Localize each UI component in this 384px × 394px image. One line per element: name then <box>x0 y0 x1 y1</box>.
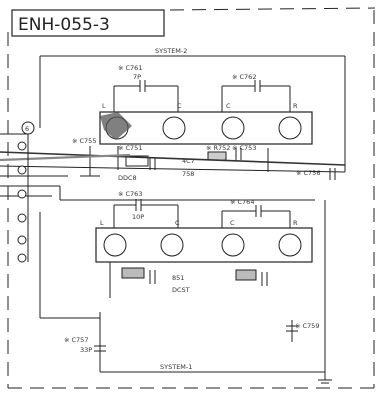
lower-components: 851 DCST <box>109 262 268 298</box>
upper-pin-c2: C <box>226 102 231 110</box>
lower-pin-c2: C <box>230 219 235 227</box>
connector: 6 <box>0 121 35 263</box>
page-title: ENH-055-3 <box>18 15 110 35</box>
middle-components: ※ C755 ※ C751 ※ C753 ※ R752 4C7 758 DDC8… <box>72 137 336 182</box>
c761-label: ※ C761 <box>118 64 142 72</box>
system2-bus: SYSTEM-2 <box>39 47 346 172</box>
val-dcst: DCST <box>172 286 190 294</box>
c756-label: ※ C756 <box>296 169 320 177</box>
c763-label: ※ C763 <box>118 190 142 198</box>
title-box: ENH-055-3 <box>11 9 165 37</box>
system1-bus: SYSTEM-1 ※ C757 33P ※ C759 <box>39 200 332 384</box>
dashed-border <box>7 7 376 389</box>
c755-label: ※ C755 <box>72 137 96 145</box>
val-758: 758 <box>182 170 194 178</box>
val-4c7: 4C7 <box>182 157 195 165</box>
lower-capacitors: ※ C763 10P ※ C764 <box>113 190 291 228</box>
lower-pin-l: L <box>100 219 104 227</box>
system2-label: SYSTEM-2 <box>155 47 187 55</box>
c753-label: ※ C753 <box>232 144 256 152</box>
upper-capacitors: ※ C761 7P ※ C762 <box>113 64 291 112</box>
c751-label: ※ C751 <box>118 144 142 152</box>
c762-label: ※ C762 <box>232 73 256 81</box>
upper-pin-c: C <box>177 102 182 110</box>
c763-value: 10P <box>132 213 144 221</box>
signal-lines <box>0 151 346 201</box>
ddc8-label: DDC8 <box>118 174 137 182</box>
connector-pin-label: 6 <box>25 125 29 133</box>
c761-value: 7P <box>133 73 141 81</box>
upper-pin-r: R <box>293 102 298 110</box>
c759-label: ※ C759 <box>295 322 319 330</box>
c764-label: ※ C764 <box>230 198 254 206</box>
lower-switch-module: L C C R <box>95 219 313 263</box>
lower-pin-c: C <box>175 219 180 227</box>
upper-pin-l: L <box>102 102 106 110</box>
val-851: 851 <box>172 274 184 282</box>
c757-value: 33P <box>80 346 92 354</box>
c757-label: ※ C757 <box>64 336 88 344</box>
r752-label: ※ R752 <box>206 144 230 152</box>
lower-pin-r: R <box>293 219 298 227</box>
system1-label: SYSTEM-1 <box>160 363 192 371</box>
upper-switch-module: L C C R <box>99 102 313 145</box>
